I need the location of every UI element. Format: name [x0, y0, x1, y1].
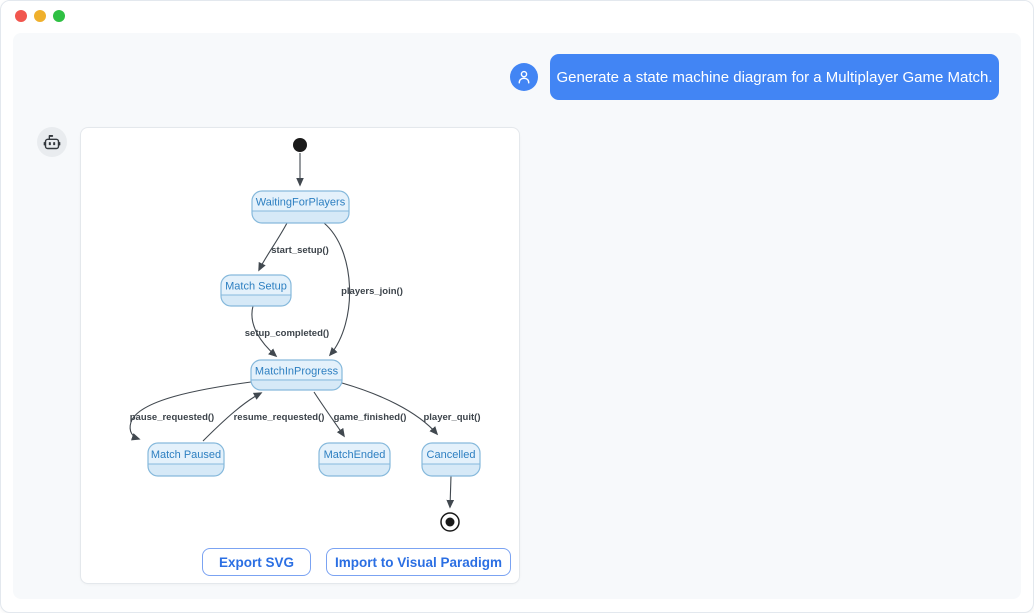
transition-label: pause_requested()	[130, 412, 214, 423]
transition-edge-players-join	[323, 222, 351, 357]
transition-label: player_quit()	[423, 412, 480, 423]
import-to-visual-paradigm-button[interactable]: Import to Visual Paradigm	[326, 548, 511, 576]
transition-edge-game-finished	[313, 391, 345, 438]
user-message-bubble: Generate a state machine diagram for a M…	[550, 54, 999, 100]
state-node-cancelled: Cancelled	[421, 442, 481, 477]
minimize-button[interactable]	[34, 10, 46, 22]
state-node-match-ended: MatchEnded	[318, 442, 391, 477]
initial-state-node	[293, 138, 307, 152]
state-node-match-paused: Match Paused	[147, 442, 225, 477]
state-label: MatchInProgress	[255, 366, 339, 378]
state-machine-diagram: start_setup() players_join() setup_compl…	[129, 138, 481, 532]
close-button[interactable]	[15, 10, 27, 22]
state-label: MatchEnded	[324, 449, 386, 461]
state-node-match-setup: Match Setup	[220, 274, 292, 307]
final-state-node	[440, 512, 460, 532]
transition-edge-pause-requested	[129, 381, 252, 441]
state-node-match-in-progress: MatchInProgress	[250, 359, 343, 391]
export-svg-button[interactable]: Export SVG	[202, 548, 311, 576]
chat-panel: Generate a state machine diagram for a M…	[13, 33, 1021, 599]
state-label: Match Paused	[151, 449, 221, 461]
transition-label: start_setup()	[271, 245, 329, 256]
transition-edge-start-setup	[258, 222, 288, 272]
user-avatar	[510, 63, 538, 91]
robot-icon	[43, 135, 61, 150]
state-label: Cancelled	[427, 449, 476, 461]
person-icon	[518, 70, 530, 84]
transition-edge-resume-requested	[202, 392, 263, 442]
transition-label: players_join()	[341, 286, 403, 297]
titlebar	[1, 1, 1033, 33]
assistant-avatar	[37, 127, 67, 157]
state-label: WaitingForPlayers	[256, 197, 346, 209]
user-message-text: Generate a state machine diagram for a M…	[556, 68, 993, 86]
state-label: Match Setup	[225, 281, 287, 293]
window-controls	[15, 10, 65, 22]
maximize-button[interactable]	[53, 10, 65, 22]
transition-label: resume_requested()	[234, 412, 325, 423]
transition-edge-player-quit	[341, 382, 439, 436]
transition-edge-final	[446, 475, 455, 509]
state-node-waiting-for-players: WaitingForPlayers	[251, 190, 350, 224]
diagram-card: start_setup() players_join() setup_compl…	[80, 127, 520, 584]
transition-label: game_finished()	[334, 412, 407, 423]
transition-edge-setup-completed	[251, 305, 278, 358]
transition-label: setup_completed()	[245, 328, 329, 339]
